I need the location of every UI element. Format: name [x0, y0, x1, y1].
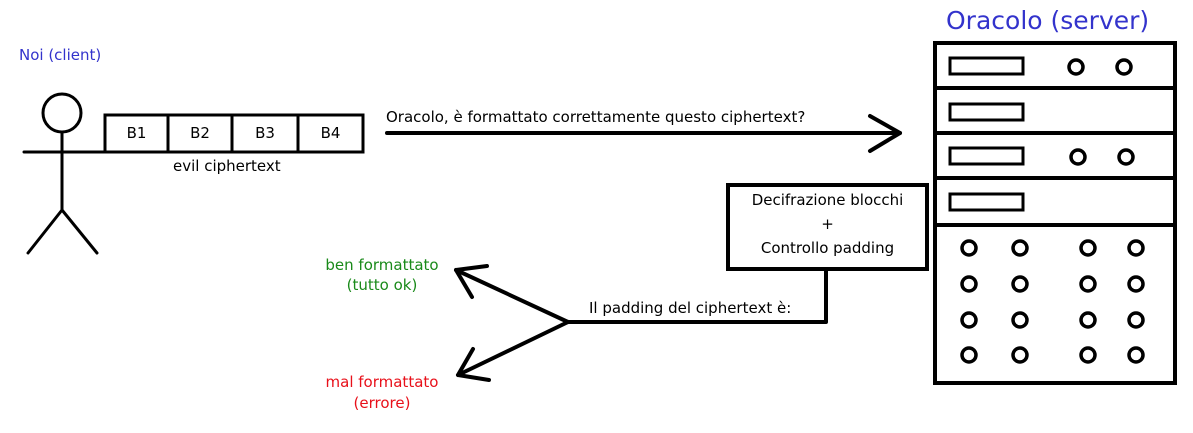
request-arrow: [385, 114, 902, 153]
block-label-b2: B2: [190, 124, 210, 142]
drive-slot-2: [948, 102, 1025, 122]
drive-slot-4: [948, 192, 1025, 212]
ciphertext-blocks: [103, 113, 365, 154]
padding-statement: Il padding del ciphertext è:: [589, 299, 792, 317]
outcome-bad-line-1: mal formattato: [325, 373, 439, 391]
stick-figure-head: [41, 92, 83, 134]
good-branch: [454, 268, 570, 324]
stick-figure-client: [22, 92, 106, 255]
server-drive-slots: [948, 56, 1025, 212]
good-arrow-head-icon: [454, 264, 489, 299]
server-leds: [960, 58, 1145, 364]
drive-slot-1: [948, 56, 1025, 76]
block-label-b1: B1: [126, 124, 147, 142]
response-connector: [566, 267, 828, 324]
stick-figure-right-leg: [60, 208, 99, 255]
block-label-b4: B4: [320, 124, 341, 142]
outcome-good-line-1: ben formattato: [325, 256, 439, 274]
process-box: [726, 183, 929, 271]
process-box-line-2: +: [821, 215, 834, 233]
outcome-bad-line-2: (errore): [353, 394, 411, 412]
ciphertext-caption: evil ciphertext: [173, 157, 281, 175]
server-rack: [933, 41, 1177, 385]
question-text: Oracolo, è formattato correttamente ques…: [386, 108, 806, 126]
process-box-line-1: Decifrazione blocchi: [751, 191, 904, 209]
block-label-b3: B3: [255, 124, 275, 142]
request-arrow-head-icon: [868, 114, 902, 153]
outcome-good-line-2: (tutto ok): [346, 276, 418, 294]
stick-figure-left-leg: [26, 208, 64, 255]
process-box-line-3: Controllo padding: [760, 239, 895, 257]
client-label: Noi (client): [19, 46, 102, 64]
drive-slot-3: [948, 146, 1025, 166]
server-title: Oracolo (server): [946, 6, 1150, 35]
response-arrows: [454, 264, 828, 382]
bad-branch: [456, 320, 570, 377]
bad-arrow-head-icon: [456, 347, 491, 382]
server-frame: [933, 41, 1177, 385]
ciphertext-frame: [103, 113, 365, 154]
